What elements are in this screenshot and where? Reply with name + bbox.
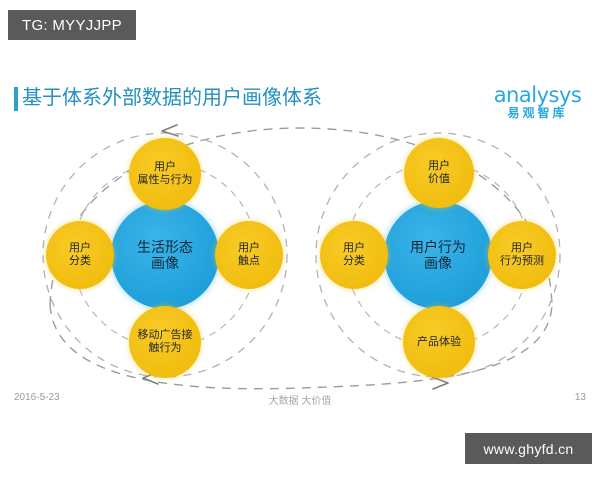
loop-arrowhead-right-icon [431, 376, 449, 390]
left-group-outer-ring [42, 132, 288, 378]
satellite-node-user-attributes-behavior[interactable]: 用户 属性与行为 [129, 138, 201, 210]
outer-loop-top-arc [49, 127, 553, 306]
satellite-line1: 用户 [343, 242, 365, 255]
center-node-life-style-portrait[interactable]: 生活形态 画像 [111, 201, 219, 309]
title-accent-bar [14, 87, 18, 111]
satellite-node-mobile-ad-contact-behavior[interactable]: 移动广告接 触行为 [129, 306, 201, 378]
satellite-node-user-classification-right[interactable]: 用户 分类 [320, 221, 388, 289]
right-group-outer-ring [315, 132, 561, 378]
satellite-node-user-value[interactable]: 用户 价值 [404, 138, 474, 208]
analysys-logo: analysys 易观智库 [485, 84, 590, 124]
logo-wordmark: analysys [493, 83, 582, 107]
satellite-node-product-experience[interactable]: 产品体验 [403, 306, 475, 378]
satellite-line1: 移动广告接 [137, 329, 193, 342]
satellite-line2: 价值 [428, 173, 450, 185]
footer-tagline: 大数据 大价值 [268, 396, 332, 407]
satellite-node-user-behavior-prediction[interactable]: 用户 行为预测 [488, 221, 556, 289]
satellite-line1: 用户 [69, 242, 91, 255]
center-node-user-behavior-portrait[interactable]: 用户行为 画像 [384, 201, 492, 309]
slide-footer: 2016-5-23 大数据 大价值 13 [0, 392, 600, 408]
satellite-line1: 用户 [154, 161, 176, 174]
satellite-line2: 分类 [69, 255, 91, 267]
logo-chinese-name: 易观智库 [507, 106, 568, 120]
footer-date: 2016-5-23 [14, 392, 60, 403]
satellite-line2: 行为预测 [500, 255, 544, 267]
loop-arrowhead-left-icon [161, 124, 179, 137]
satellite-line1: 用户 [238, 242, 260, 255]
satellite-line2: 分类 [343, 255, 365, 267]
center-node-line1: 生活形态 [137, 238, 193, 255]
outer-loop-bottom-arc [49, 304, 553, 390]
satellite-line2: 属性与行为 [137, 174, 193, 186]
center-node-line1: 用户行为 [410, 238, 466, 255]
title-row: 基于体系外部数据的用户画像体系 [0, 84, 600, 116]
satellite-node-user-classification-left[interactable]: 用户 分类 [46, 221, 114, 289]
page-title: 基于体系外部数据的用户画像体系 [22, 87, 322, 109]
satellite-line2: 触点 [238, 255, 260, 267]
center-node-line2: 画像 [151, 255, 179, 271]
watermark-tg-badge: TG: MYYJJPP [8, 10, 136, 40]
satellite-line1: 用户 [511, 242, 533, 255]
satellite-line1: 用户 [428, 160, 450, 173]
satellite-node-user-touchpoint[interactable]: 用户 触点 [215, 221, 283, 289]
footer-page-number: 13 [574, 392, 586, 403]
satellite-line2: 触行为 [148, 342, 182, 354]
center-node-line2: 画像 [424, 255, 452, 271]
portrait-system-diagram: 生活形态 画像 用户 属性与行为 用户 分类 用户 触点 移动广告接 触行为 用… [0, 120, 600, 390]
watermark-url-badge: www.ghyfd.cn [465, 433, 592, 464]
satellite-line1: 产品体验 [417, 335, 461, 348]
